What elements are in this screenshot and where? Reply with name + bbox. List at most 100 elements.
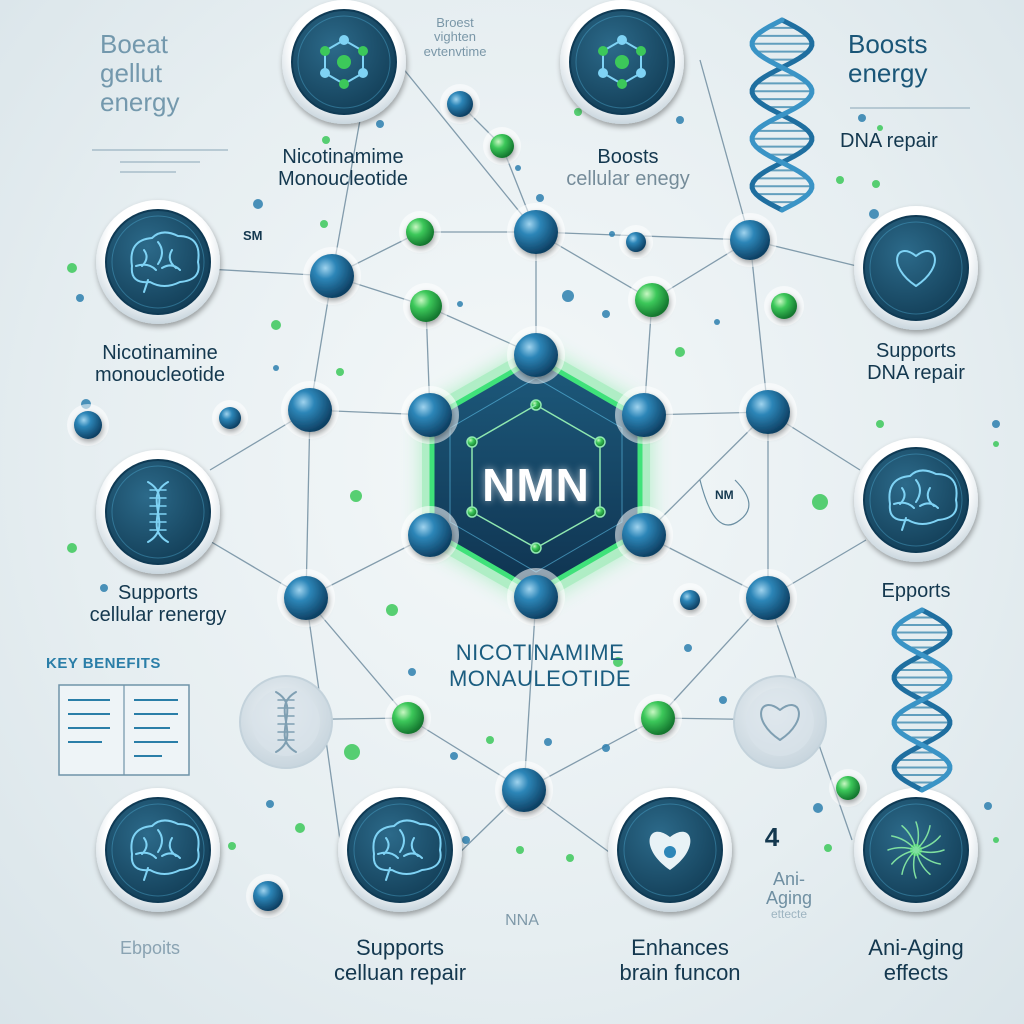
label-line: Supports (355, 935, 445, 960)
green-node (635, 283, 669, 317)
hex-bond (471, 511, 537, 549)
label-line: Supports (117, 582, 199, 604)
document-icon (58, 684, 190, 776)
label-line: gellut (100, 58, 163, 89)
network-edge (379, 39, 537, 233)
blue-node (74, 411, 102, 439)
label-node-tc: Boosts cellular enegy (566, 146, 689, 191)
label-line: celluan repair (333, 959, 467, 985)
label-line: MONAULEOTIDE (448, 665, 632, 691)
label-key-benefits: KEY BENEFITS (46, 655, 161, 672)
scatter-dot (602, 310, 610, 318)
hexagon-inner-bonds (466, 399, 606, 554)
scatter-dot (824, 844, 832, 852)
scatter-dot (253, 199, 263, 209)
green-node (771, 293, 797, 319)
dna-icon (96, 200, 220, 324)
scatter-dot (993, 837, 999, 843)
molecule-icon (282, 0, 406, 124)
network-edge (523, 596, 537, 791)
decor-arc (699, 479, 750, 526)
label-line: Broest (436, 15, 474, 30)
label-mid-title: NICOTINAMIME MONAULEOTIDE (449, 640, 631, 692)
blue-node (622, 393, 666, 437)
label-bottom-1: Ebpoits (119, 938, 181, 958)
scatter-dot (376, 120, 384, 128)
label-bottom-3: Enhances brain funcon (619, 935, 741, 985)
label-line: Nicotinamime (282, 146, 404, 168)
scatter-dot (350, 490, 362, 502)
scatter-dot (813, 803, 823, 813)
label-bottom-4: Ani-Aging effects (868, 935, 964, 985)
scatter-dot (100, 584, 108, 592)
scatter-dot (408, 668, 416, 676)
blue-node (408, 393, 452, 437)
scatter-dot (984, 802, 992, 810)
blue-node (514, 333, 558, 377)
label-right-mid: Supports DNA repair (867, 340, 965, 385)
scatter-dot (858, 114, 866, 122)
scatter-dot (566, 854, 574, 862)
hex-atom (594, 506, 606, 518)
scatter-dot (67, 543, 77, 553)
hex-bond (535, 511, 601, 549)
label-line: ettecte (770, 906, 808, 921)
scatter-dot (536, 194, 544, 202)
label-line: energy (848, 58, 928, 89)
label-bottom-2: Supports celluan repair (333, 935, 467, 985)
scatter-dot (877, 125, 883, 131)
label-nm: NM (715, 488, 734, 502)
blue-node (408, 513, 452, 557)
scatter-dot (675, 347, 685, 357)
brain-icon (608, 788, 732, 912)
label-line: Supports (875, 340, 957, 362)
label-line: evtenvtime (423, 43, 487, 59)
label-line: Ani- (772, 869, 806, 889)
scatter-dot (266, 800, 274, 808)
dna-icon (854, 438, 978, 562)
label-line: Ani-Aging (868, 935, 964, 960)
label-line: Enhances (631, 935, 729, 960)
molecule-icon (560, 0, 684, 124)
scatter-dot (516, 846, 524, 854)
blue-node (514, 575, 558, 619)
scatter-dot (993, 441, 999, 447)
brain-icon (854, 788, 978, 912)
blue-node (219, 407, 241, 429)
scatter-dot (271, 320, 281, 330)
blue-node (502, 768, 546, 812)
label-line: cellular renergy (89, 604, 227, 627)
icon-badges (96, 0, 978, 912)
blue-node (680, 590, 700, 610)
heart-icon (96, 450, 220, 574)
scatter-dot (457, 301, 463, 307)
scatter-dot (812, 494, 828, 510)
label-bottom-nna: NNA (505, 912, 539, 929)
label-line: Boosts (848, 29, 928, 59)
green-node (836, 776, 860, 800)
label-top-right: Boosts energy (848, 29, 928, 89)
scatter-dot (574, 108, 582, 116)
label-line: DNA repair (867, 362, 965, 385)
scatter-dot (228, 842, 236, 850)
label-line: brain funcon (619, 959, 741, 985)
dna-helix-icon (891, 607, 953, 793)
hex-bond (535, 404, 601, 443)
scatter-dot (714, 319, 720, 325)
dna-icon (96, 788, 220, 912)
label-top-mini: Broest vighten evtenvtime (423, 15, 487, 59)
label-left-mid: Nicotinamine monoucleotide (95, 342, 225, 387)
heart-icon (338, 788, 462, 912)
scatter-dot (336, 368, 344, 376)
label-line: monoucleotide (94, 364, 226, 387)
scatter-dot (462, 836, 470, 844)
label-right-low: Epports (881, 580, 951, 602)
hex-atom (594, 436, 606, 448)
scatter-dot (836, 176, 844, 184)
scatter-dot (676, 116, 684, 124)
dna-helix-icon (749, 17, 815, 213)
decor-underline (92, 107, 970, 173)
blue-node (447, 91, 473, 117)
network-nodes (67, 84, 867, 918)
